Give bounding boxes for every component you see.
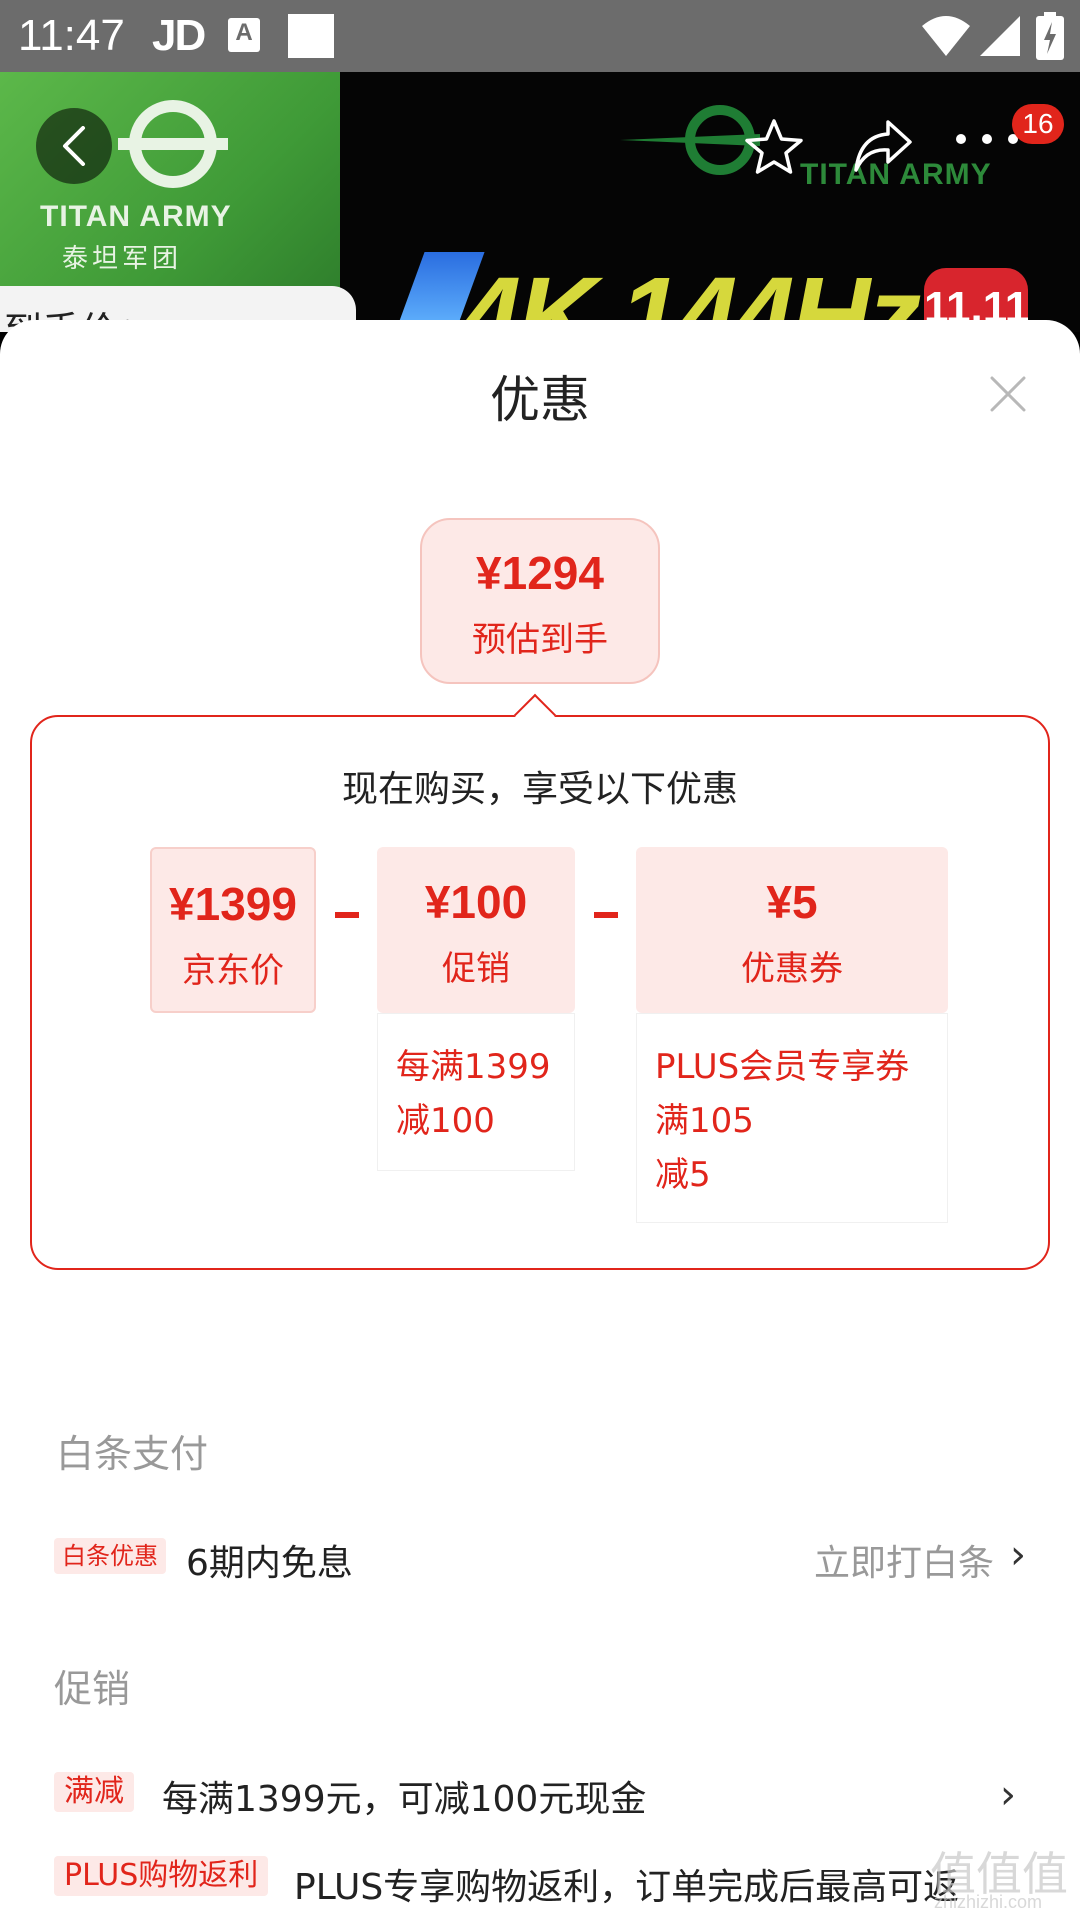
minus-icon: [594, 912, 618, 918]
coupon-label: 优惠券: [741, 949, 843, 989]
banner-right-brand: TITAN ARMY: [800, 158, 992, 191]
coupon-value: ¥5: [766, 876, 818, 928]
coupon-detail: PLUS会员专享券 满105 减5: [636, 1013, 948, 1223]
promo-section-title: 促销: [54, 1667, 131, 1711]
notification-square-icon: [288, 14, 334, 58]
signal-icon: [980, 16, 1020, 56]
offer-heading: 现在购买，享受以下优惠: [341, 769, 738, 810]
manjian-tag: 满减: [54, 1772, 134, 1812]
a-icon: A: [228, 18, 260, 52]
promotion-chip: ¥100 促销: [377, 847, 575, 1013]
more-icon[interactable]: [954, 132, 1020, 146]
promotion-detail-line: 每满1399: [396, 1047, 551, 1087]
baitiao-section-title: 白条支付: [56, 1432, 209, 1476]
jd-price-chip: ¥1399 京东价: [150, 847, 316, 1013]
baitiao-link[interactable]: 立即打白条: [813, 1543, 994, 1584]
titan-army-logo-icon: [118, 100, 228, 188]
product-banner[interactable]: TITAN ARMY 泰坦军团 TITAN ARMY 4K 144Hz 到手价：…: [0, 72, 1080, 332]
coupon-detail-line: 满105: [655, 1101, 754, 1141]
promotion-label: 促销: [442, 949, 510, 989]
jd-price-value: ¥1399: [169, 878, 297, 930]
wifi-icon: [922, 16, 970, 56]
plus-rebate-tag: PLUS购物返利: [54, 1856, 269, 1896]
baitiao-text: 6期内免息: [186, 1543, 353, 1584]
status-bar: 11:47 JD A: [0, 0, 1080, 72]
coupon-detail-line: PLUS会员专享券: [655, 1047, 910, 1087]
promotion-detail: 每满1399 减100: [377, 1013, 575, 1171]
baitiao-tag: 白条优惠: [54, 1538, 166, 1574]
coupon-chip: ¥5 优惠券: [636, 847, 948, 1013]
close-icon[interactable]: [988, 374, 1028, 414]
chevron-left-icon: [63, 126, 85, 166]
jd-price-label: 京东价: [182, 951, 284, 991]
banner-brand-cn: 泰坦军团: [62, 244, 183, 274]
estimated-price-box: ¥1294 预估到手: [420, 518, 660, 684]
share-icon[interactable]: [852, 118, 914, 174]
battery-charging-icon: [1036, 12, 1064, 60]
plus-rebate-text[interactable]: PLUS专享购物返利，订单完成后最高可返: [294, 1867, 960, 1908]
star-icon[interactable]: [744, 118, 804, 176]
watermark: 值值值: [930, 1848, 1068, 1900]
sheet-title: 优惠: [490, 371, 590, 429]
cart-count-badge: 16: [1012, 104, 1064, 144]
promotion-detail-line: 减100: [396, 1101, 495, 1141]
chevron-right-icon[interactable]: ›: [1000, 1772, 1016, 1818]
banner-brand-en: TITAN ARMY: [40, 200, 232, 233]
discount-sheet: 优惠 ¥1294 预估到手 现在购买，享受以下优惠 ¥1399 京东价 ¥100…: [0, 320, 1080, 1920]
minus-icon: [335, 912, 359, 918]
watermark-sub: zhizhizhi.com: [934, 1892, 1043, 1912]
promotion-value: ¥100: [424, 876, 528, 928]
manjian-text[interactable]: 每满1399元，可减100元现金: [162, 1779, 647, 1820]
chevron-right-icon[interactable]: ›: [1010, 1532, 1026, 1578]
estimated-price: ¥1294: [476, 547, 604, 599]
status-time: 11:47: [18, 11, 125, 60]
estimated-price-label: 预估到手: [472, 620, 608, 660]
status-carrier: JD: [152, 11, 206, 60]
back-button[interactable]: [36, 108, 112, 184]
coupon-detail-line: 减5: [655, 1155, 711, 1195]
